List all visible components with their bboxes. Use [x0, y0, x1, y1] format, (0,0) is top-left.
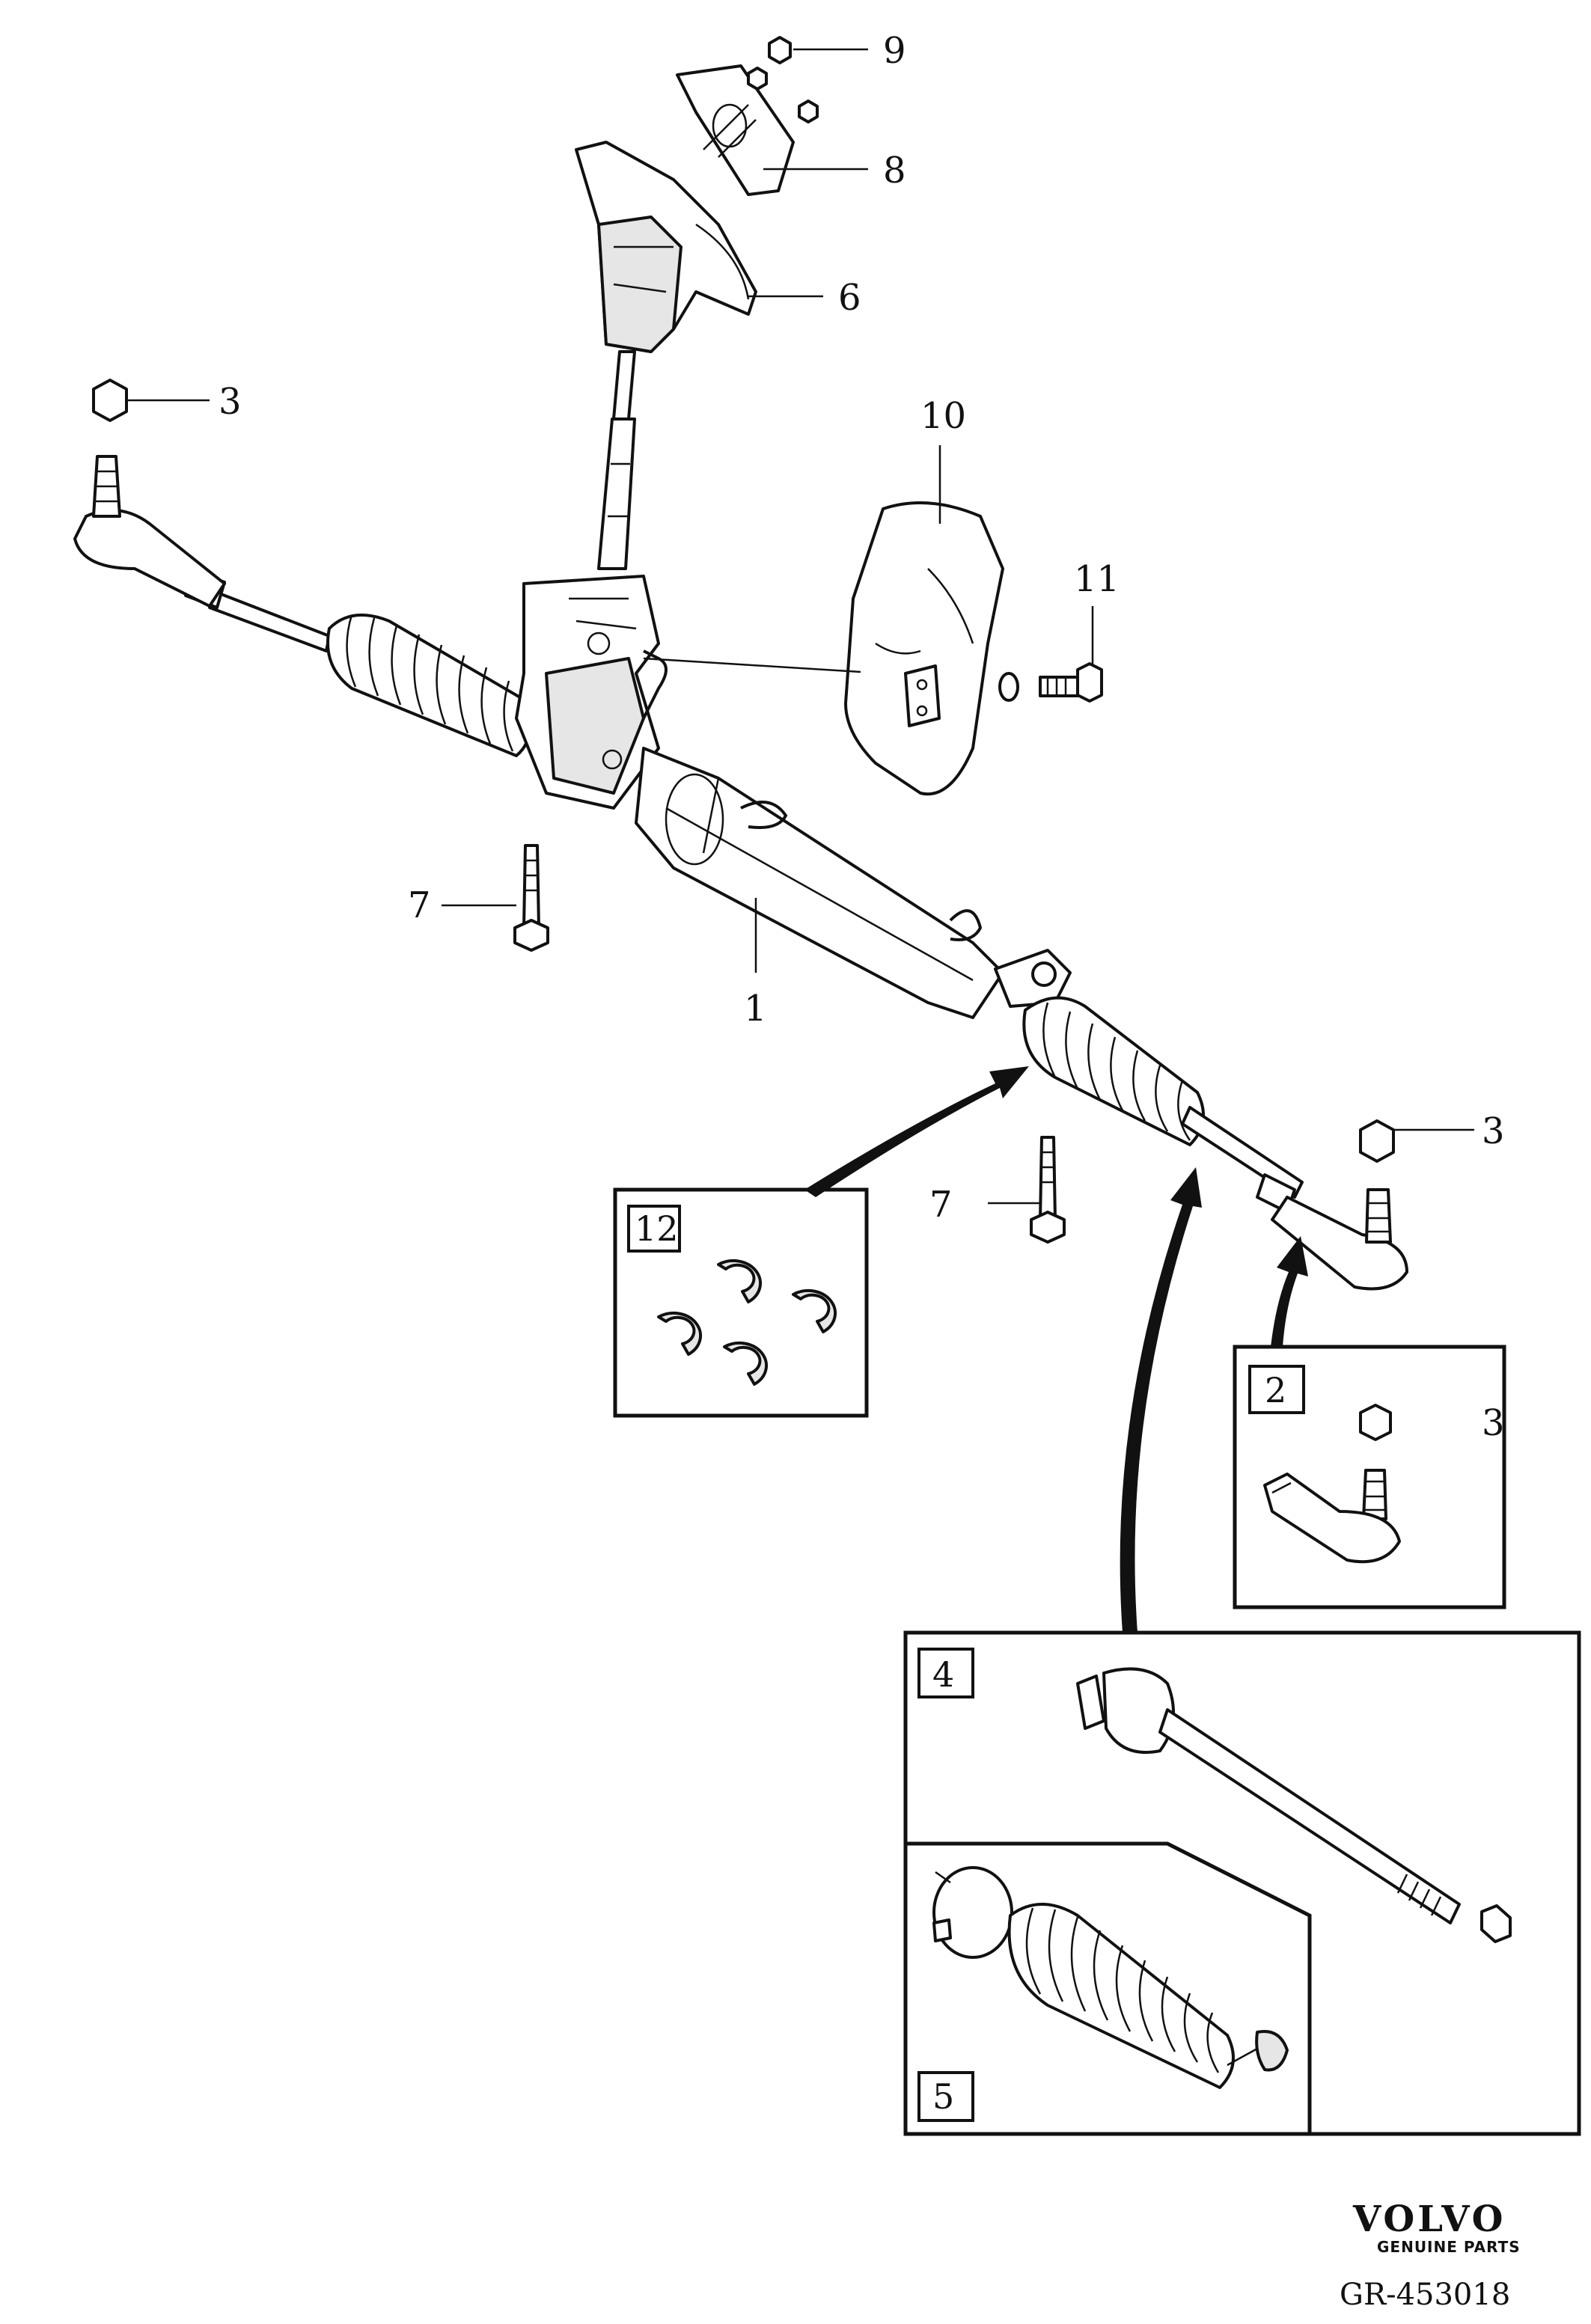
tie-rod-end-right [1271, 1188, 1408, 1291]
steering-housing-part-6 [575, 141, 757, 353]
bolt-part-11 [998, 662, 1103, 703]
box-5-bellows-boot: 5 [903, 1841, 1312, 2136]
column-bracket-part-8 [676, 64, 795, 196]
brand-tagline: GENUINE PARTS [1377, 2238, 1521, 2256]
callout-10: 10 [920, 395, 966, 437]
arrow-box-4 [1120, 1167, 1202, 1633]
box-12-label: 12 [635, 1208, 679, 1249]
callout-11: 11 [1074, 558, 1120, 600]
box-2-tie-rod-end: 2 [1233, 1345, 1506, 1609]
arrow-box-2 [1271, 1236, 1308, 1347]
clip-ring-group [657, 1259, 837, 1386]
callout-3-top: 3 [219, 381, 242, 423]
nut-part-3-top [92, 379, 128, 422]
callout-6: 6 [838, 277, 861, 319]
box-4-label: 4 [932, 1654, 954, 1695]
volvo-logo: VOLVO GENUINE PARTS [1352, 2198, 1521, 2256]
callout-9: 9 [883, 30, 906, 72]
box-5-label: 5 [932, 2076, 954, 2117]
steering-rack-part-1 [184, 569, 1304, 1214]
bolt-part-7-left [513, 844, 549, 952]
reference-code: GR-453018 [1340, 2278, 1510, 2312]
bolt-part-9 [747, 36, 819, 123]
box-2-label: 2 [1265, 1370, 1286, 1410]
callout-7-right: 7 [929, 1184, 953, 1226]
heat-shield-part-10 [844, 501, 1004, 796]
brand-name: VOLVO [1352, 2198, 1506, 2240]
callout-1: 1 [744, 988, 767, 1030]
callout-3-right: 3 [1482, 1110, 1505, 1152]
steering-shaft [597, 350, 636, 570]
arrow-box-12 [804, 1066, 1029, 1197]
tie-rod-end-left [73, 455, 226, 608]
callout-3-box: 3 [1482, 1402, 1505, 1444]
box-12-clip-kit: 12 [613, 1187, 869, 1418]
bolt-part-7-right [1030, 1136, 1066, 1244]
callout-7-left: 7 [408, 884, 431, 926]
nut-part-3-right [1359, 1119, 1395, 1163]
callout-8: 8 [883, 150, 906, 192]
